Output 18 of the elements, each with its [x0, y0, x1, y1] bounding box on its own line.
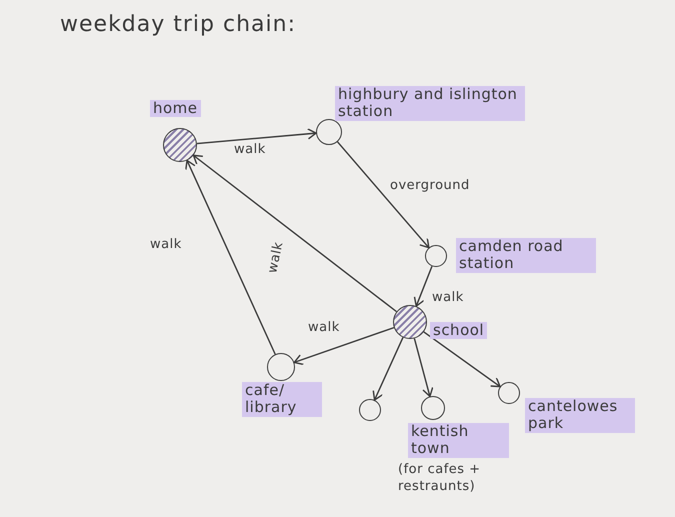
place-name: home: [150, 100, 201, 118]
place-note: (for cafes + restraunts): [398, 462, 482, 496]
diagram-title: weekday trip chain:: [60, 12, 296, 37]
place-name: camden road station: [456, 238, 596, 272]
place-name: cantelowes park: [525, 398, 635, 432]
place-name: cafe/ library: [242, 382, 322, 416]
arrow: [196, 128, 317, 144]
arrow: [185, 160, 276, 355]
arrow: [423, 331, 501, 388]
arrow: [294, 326, 394, 366]
arrow: [414, 338, 434, 398]
arrow: [372, 337, 404, 401]
place-name: school: [430, 322, 488, 340]
place-name: kentish town: [408, 423, 509, 458]
arrow: [414, 266, 433, 307]
place-name: highbury and islington station: [335, 86, 525, 120]
arrow: [336, 141, 430, 248]
arrow: [192, 154, 397, 312]
